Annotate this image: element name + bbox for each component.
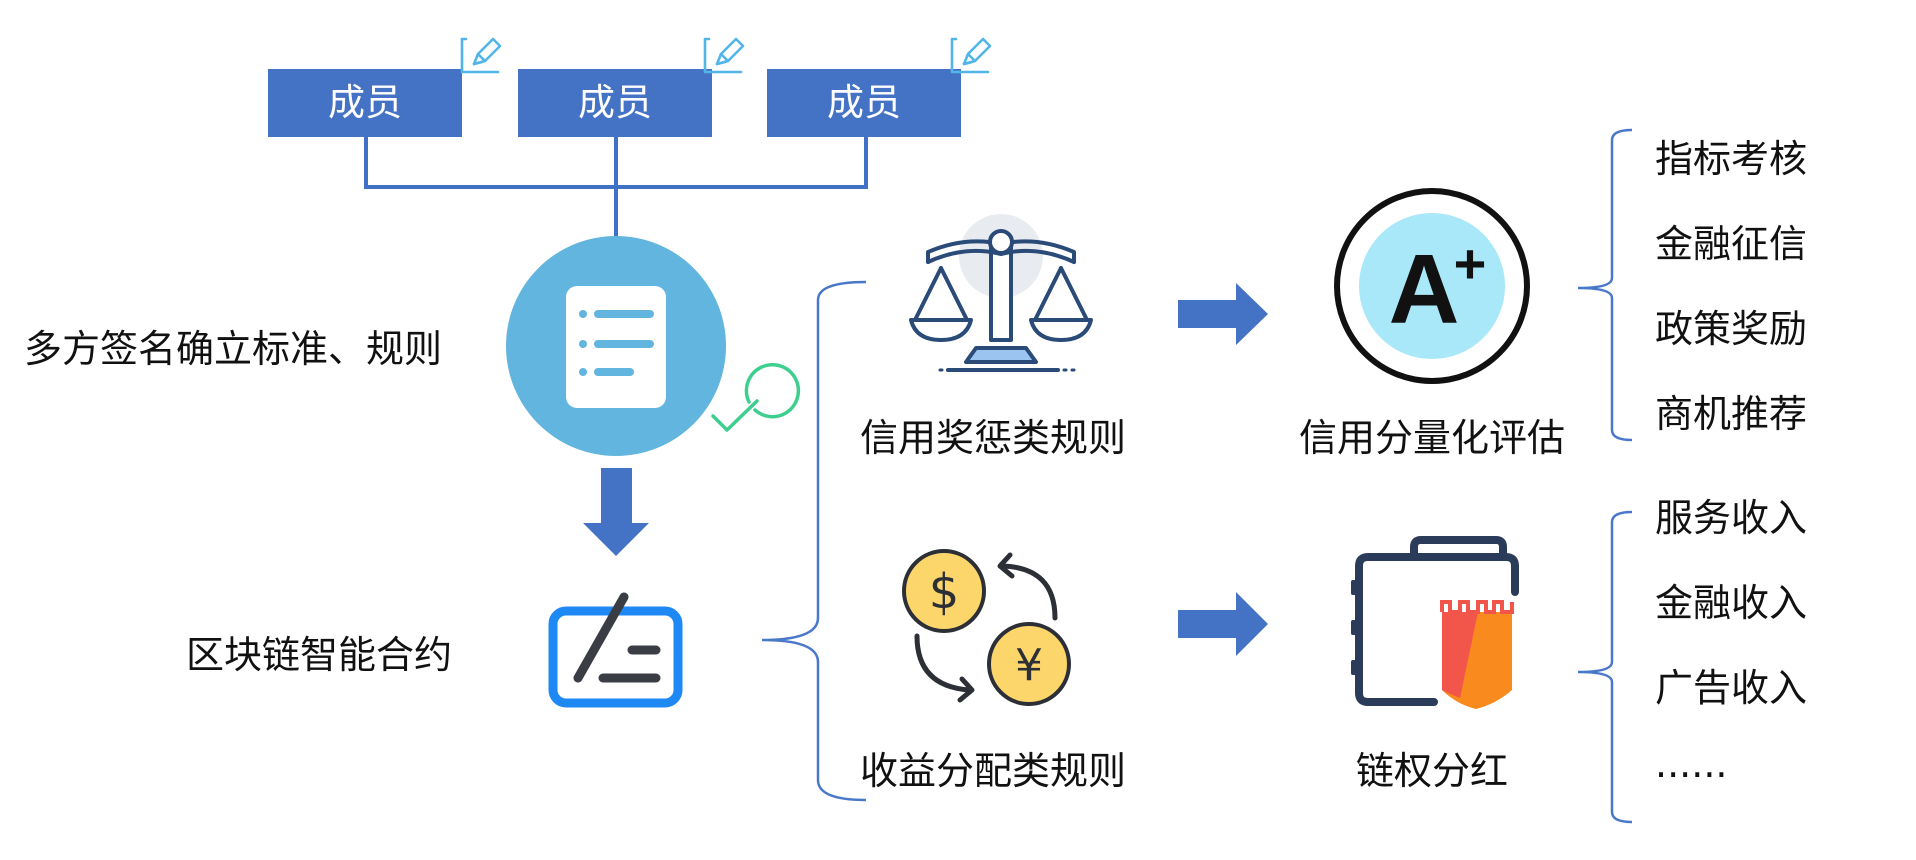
income-types-brace [1577,510,1633,824]
credit-use-item: 商机推荐 [1655,392,1808,436]
credit-use-item: 指标考核 [1655,137,1808,181]
signature-label: 多方签名确立标准、规则 [24,327,443,371]
contract-label: 区块链智能合约 [186,633,453,677]
income-type-item: 服务收入 [1655,496,1808,540]
income-type-item: 广告收入 [1655,666,1808,710]
arrow-to-dividend [1178,592,1268,656]
check-icon [711,362,801,432]
svg-text:¥: ¥ [1015,640,1043,691]
member-label: 成员 [578,81,652,124]
member-label: 成员 [827,81,901,124]
income-type-item: 金融收入 [1655,581,1808,625]
balance-scale-icon [909,214,1093,372]
edit-icon [460,37,502,74]
credit-rules-label: 信用奖惩类规则 [859,416,1126,460]
document-icon [506,236,726,456]
grade-letter: A [1389,234,1460,344]
member-box-3 [767,69,961,137]
svg-text:$: $ [929,564,960,620]
smart-contract-icon [548,592,683,708]
arrow-to-credit-eval [1178,283,1268,345]
member-label: 成员 [328,81,402,124]
profit-rules-label: 收益分配类规则 [859,749,1126,793]
credit-eval-label: 信用分量化评估 [1298,416,1565,460]
member-box-2 [518,69,712,137]
rules-brace [761,280,867,802]
currency-exchange-icon: $ ¥ [902,549,1071,706]
bag-flag-icon [1351,536,1519,709]
edit-icon [703,37,745,74]
dividend-label: 链权分红 [1355,749,1508,793]
edit-icon [950,37,992,74]
grade-plus: + [1454,232,1487,295]
member-box-1 [268,69,462,137]
credit-uses-brace [1577,128,1633,442]
income-type-item: ...... [1655,742,1728,786]
credit-use-item: 政策奖励 [1655,307,1808,351]
grade-badge-icon: A + [1334,188,1530,384]
member-connector [364,137,868,240]
credit-use-item: 金融征信 [1655,222,1808,266]
down-arrow [583,468,649,556]
